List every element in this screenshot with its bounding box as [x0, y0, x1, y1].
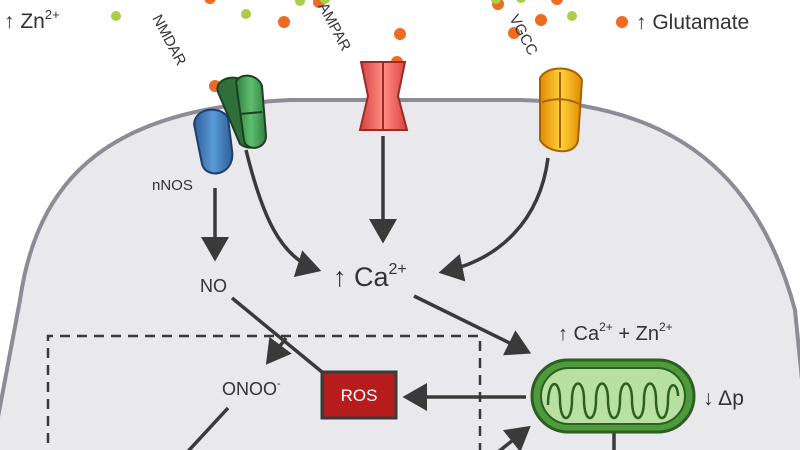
glutamate-legend: ↑ Glutamate [636, 11, 749, 34]
arrow-nmdar-to-ca [244, 149, 322, 278]
nmdar-receptor [216, 74, 268, 149]
zinc-legend: ↑ Zn2+ [4, 7, 60, 33]
membrane-potential-label: ↓ Δp [703, 387, 744, 410]
zinc-particles [111, 0, 577, 21]
ampar-label: AMPAR [314, 0, 354, 54]
line-onoo-down [186, 406, 230, 450]
nnos-protein [192, 108, 234, 175]
arrow-to-onoo [265, 336, 292, 365]
arrow-ca-to-mito [413, 294, 532, 356]
no-label: NO [200, 276, 227, 296]
ros-box [320, 370, 398, 420]
onoo-label: ONOO- [222, 378, 281, 399]
nmdar-label: NMDAR [148, 12, 189, 69]
arrow-vgcc-to-ca [438, 157, 550, 282]
ampar-receptor [358, 61, 409, 131]
line-no-to-ros [230, 296, 324, 374]
glutamate-legend-icon [616, 16, 628, 28]
dashed-region [46, 334, 482, 450]
mitochondrion [530, 358, 696, 434]
mito-ions-label: ↑ Ca2+ + Zn2+ [558, 320, 673, 345]
vgcc-channel [539, 67, 584, 153]
calcium-label: ↑ Ca2+ [333, 261, 407, 292]
ros-label: ROS [341, 386, 378, 405]
arrow-up-to-mito [497, 425, 531, 450]
nnos-label: nNOS [152, 177, 193, 194]
